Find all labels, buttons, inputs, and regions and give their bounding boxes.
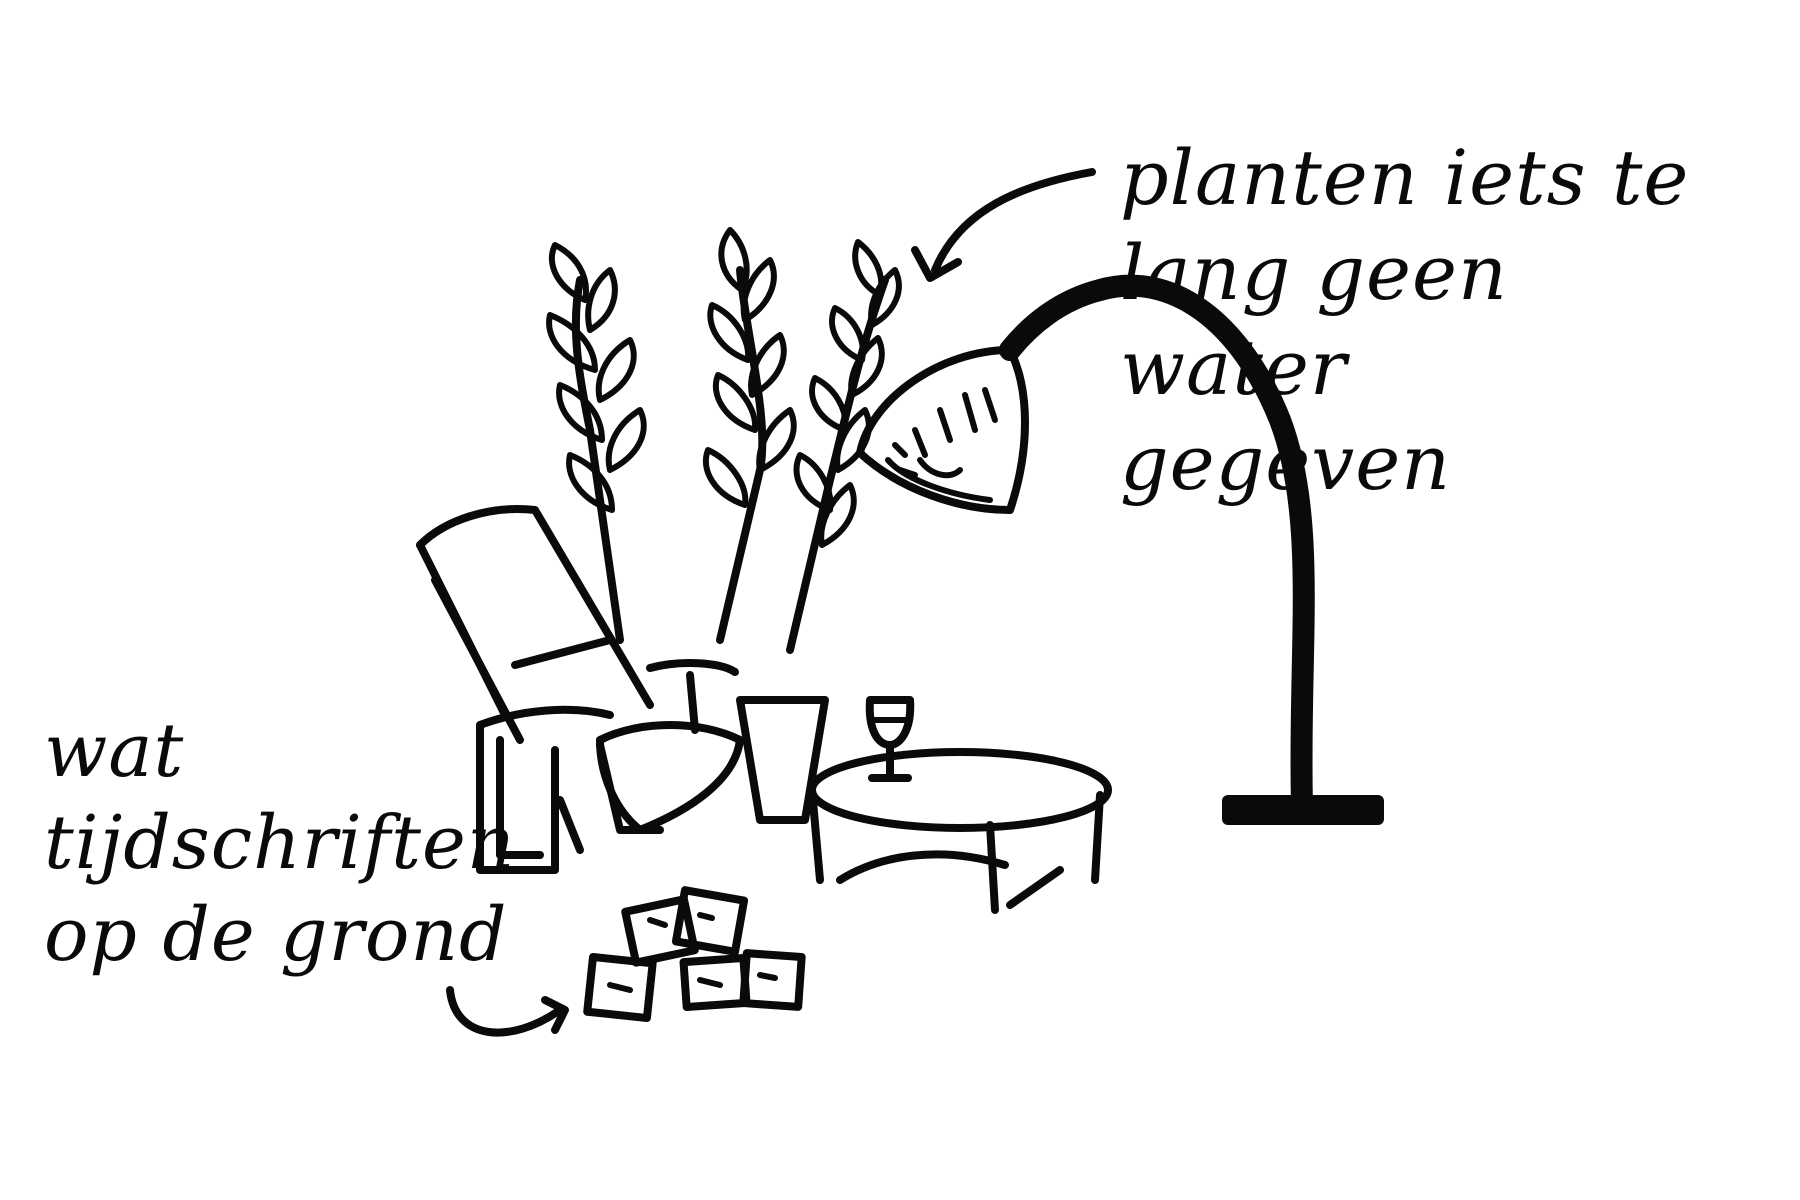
arrow-to-plants-icon <box>911 168 1096 282</box>
arc-floor-lamp <box>856 274 1384 825</box>
potted-plants <box>546 227 902 824</box>
plants-note: planten iets te lang geen water gegeven <box>1120 130 1689 510</box>
wine-glass-icon <box>865 696 915 782</box>
magazines-note-line: wat <box>44 708 185 794</box>
plants-note-line: gegeven <box>1120 418 1452 507</box>
arrow-to-magazines-icon <box>446 986 569 1037</box>
plants-note-line: planten iets te <box>1120 133 1690 222</box>
plants-note-line: lang geen <box>1120 228 1508 317</box>
plants-note-line: water <box>1120 323 1348 412</box>
magazines-on-floor <box>583 886 806 1022</box>
lounge-chair <box>416 505 744 874</box>
coffee-table <box>808 748 1112 914</box>
magazines-note-line: tijdschriften <box>44 800 516 886</box>
magazines-note: wat tijdschriften op de grond <box>44 705 515 981</box>
magazines-note-line: op de grond <box>44 892 508 978</box>
